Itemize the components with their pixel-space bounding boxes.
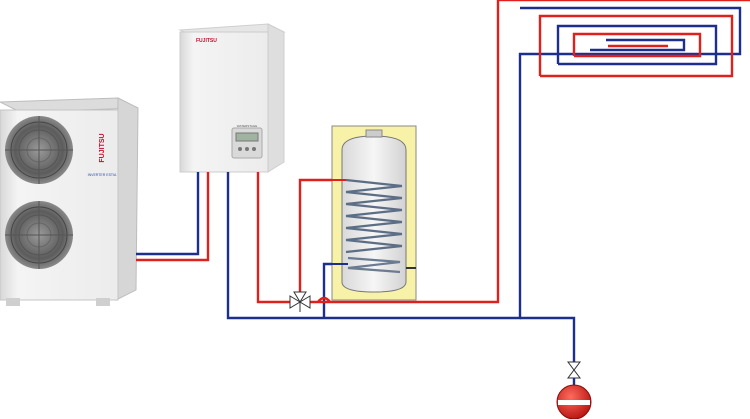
indoor-hydro-unit: FUJITSU WATERSTAGE <box>178 23 286 173</box>
control-panel: WATERSTAGE <box>231 124 263 159</box>
hot-water-tank <box>331 125 417 301</box>
expansion-vessel-icon <box>556 384 592 419</box>
outdoor-unit: FUJITSU INVERTER ESTIA <box>0 97 139 306</box>
tank-coil <box>345 178 403 274</box>
outdoor-sub-label: INVERTER ESTIA <box>88 173 117 177</box>
pipe-crossover <box>317 296 331 303</box>
three-way-valve-icon <box>289 291 311 312</box>
outdoor-brand-logo: FUJITSU <box>99 133 106 162</box>
indoor-brand-logo: FUJITSU <box>196 38 217 44</box>
shutoff-valve-icon <box>567 361 581 386</box>
floor-heating-coil-icon <box>498 0 750 78</box>
control-panel-label: WATERSTAGE <box>237 124 257 128</box>
supply-pipes <box>136 0 500 304</box>
return-pipes <box>136 6 742 362</box>
fan-grille-bottom <box>5 201 73 269</box>
fan-grille-top <box>5 116 73 184</box>
